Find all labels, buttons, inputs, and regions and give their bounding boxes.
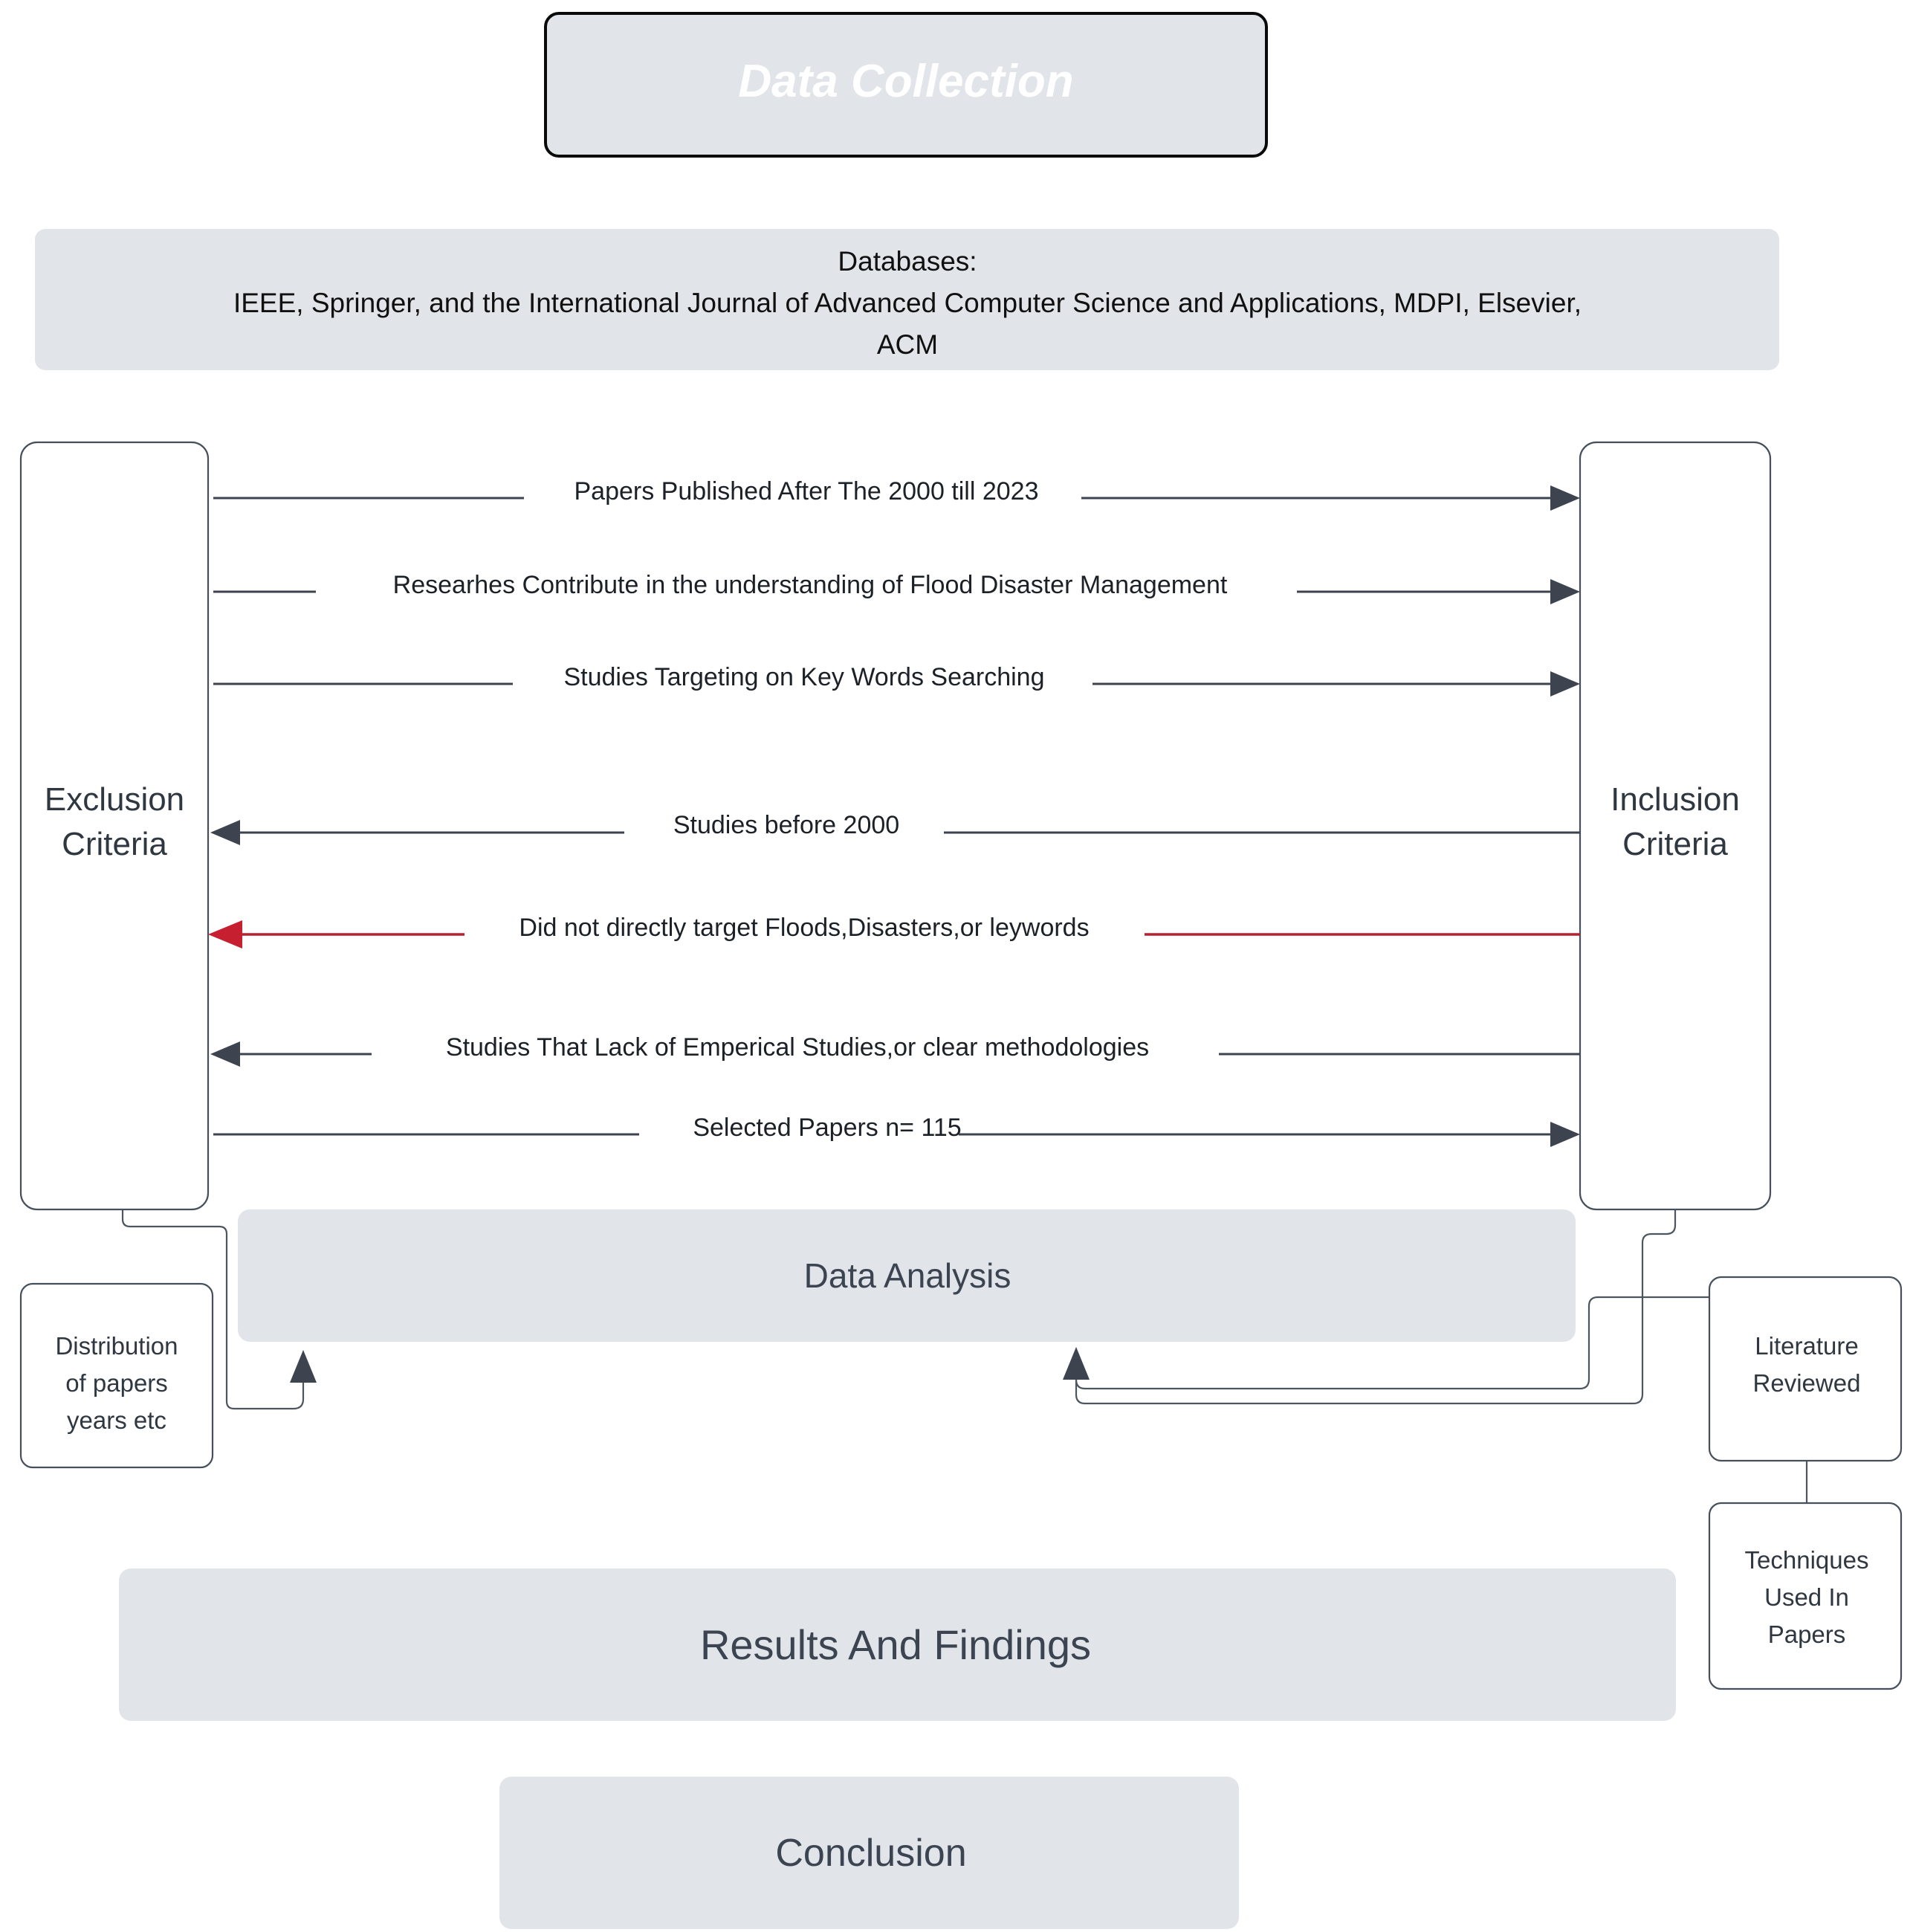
conclusion-rect (499, 1777, 1239, 1929)
connector-literature-to-analysis (1063, 1296, 1717, 1390)
connector-exclusion-to-analysis-arrowhead (290, 1350, 317, 1383)
edge-did-not-target[interactable]: Did not directly target Floods,Disasters… (208, 913, 1580, 949)
databases-rect (35, 229, 1779, 370)
edge-papers-published-label: Papers Published After The 2000 till 202… (574, 477, 1038, 505)
techniques-used-box[interactable]: Techniques Used In Papers (1708, 1502, 1903, 1690)
exclusion-criteria-rect (19, 441, 210, 1211)
edge-did-not-target-label: Did not directly target Floods,Disasters… (519, 914, 1089, 942)
edge-papers-published-label-bg (524, 476, 1081, 507)
techniques-used-line-2: Used In (1764, 1583, 1849, 1611)
techniques-used-rect (1708, 1502, 1903, 1690)
edge-studies-before-2000-label-bg (624, 809, 944, 841)
edge-lack-empirical-arrowhead (210, 1041, 240, 1067)
edge-keywords-searching-label: Studies Targeting on Key Words Searching (563, 663, 1044, 691)
connector-inclusion-to-analysis (1075, 1209, 1677, 1405)
databases-list-line-1: IEEE, Springer, and the International Jo… (233, 288, 1582, 318)
distribution-of-papers-rect (19, 1282, 214, 1469)
distribution-of-papers-line-2: of papers (65, 1369, 168, 1397)
edge-lack-empirical[interactable]: Studies That Lack of Emperical Studies,o… (210, 1032, 1580, 1067)
literature-reviewed-rect (1708, 1276, 1903, 1462)
edge-selected-papers[interactable]: Selected Papers n= 115 (213, 1112, 1580, 1147)
techniques-used-line-1: Techniques (1745, 1546, 1869, 1574)
stage-box-data-collection[interactable]: Data Collection (544, 12, 1268, 158)
data-analysis-rect (238, 1209, 1576, 1342)
connector-exclusion-to-analysis-path (121, 1209, 305, 1410)
edge-studies-before-2000-label: Studies before 2000 (673, 811, 899, 839)
data-collection-label: Data Collection (738, 56, 1073, 107)
distribution-of-papers-line-1: Distribution (55, 1332, 178, 1360)
edge-lack-empirical-label-bg (372, 1032, 1219, 1063)
data-analysis-label: Data Analysis (804, 1256, 1011, 1295)
connector-literature-to-analysis-path (1075, 1296, 1717, 1390)
results-rect (119, 1568, 1676, 1721)
distribution-of-papers-box[interactable]: Distribution of papers years etc (19, 1282, 214, 1469)
edge-selected-papers-label-bg (639, 1112, 959, 1143)
edge-researches-contribute-label-bg (316, 569, 1297, 601)
edge-selected-papers-arrowhead (1550, 1122, 1580, 1147)
edge-keywords-searching[interactable]: Studies Targeting on Key Words Searching (213, 662, 1580, 697)
edge-did-not-target-arrowhead (208, 920, 242, 949)
edge-did-not-target-label-bg (465, 913, 1145, 944)
edge-papers-published[interactable]: Papers Published After The 2000 till 202… (213, 476, 1580, 511)
stage-box-results[interactable]: Results And Findings (119, 1568, 1676, 1721)
connector-exclusion-to-analysis (121, 1209, 317, 1410)
exclusion-criteria-label-line-1: Exclusion (45, 781, 184, 818)
connector-inclusion-to-analysis-path (1075, 1209, 1677, 1405)
edge-researches-contribute-arrowhead (1550, 579, 1580, 604)
edge-lack-empirical-label: Studies That Lack of Emperical Studies,o… (446, 1033, 1149, 1062)
exclusion-criteria-box[interactable]: Exclusion Criteria (19, 441, 210, 1211)
edge-researches-contribute[interactable]: Researhes Contribute in the understandin… (213, 569, 1580, 604)
literature-reviewed-line-2: Reviewed (1753, 1369, 1861, 1397)
conclusion-label: Conclusion (775, 1832, 966, 1875)
distribution-of-papers-line-3: years etc (67, 1406, 166, 1434)
exclusion-criteria-label-line-2: Criteria (62, 826, 167, 862)
edge-researches-contribute-label: Researhes Contribute in the understandin… (393, 571, 1228, 599)
results-label: Results And Findings (700, 1621, 1091, 1668)
connector-literature-to-analysis-arrowhead (1063, 1347, 1090, 1380)
literature-reviewed-line-1: Literature (1755, 1332, 1858, 1360)
edge-keywords-searching-label-bg (513, 662, 1093, 693)
edge-studies-before-2000[interactable]: Studies before 2000 (210, 809, 1580, 845)
stage-box-data-analysis[interactable]: Data Analysis (238, 1209, 1576, 1342)
databases-list-line-2: ACM (877, 329, 938, 360)
edge-studies-before-2000-arrowhead (210, 820, 240, 845)
inclusion-criteria-label-line-1: Inclusion (1611, 781, 1740, 818)
data-collection-rect (544, 12, 1268, 158)
databases-heading: Databases: (838, 246, 977, 277)
edge-selected-papers-label: Selected Papers n= 115 (693, 1114, 961, 1142)
techniques-used-line-3: Papers (1768, 1621, 1846, 1648)
stage-box-conclusion[interactable]: Conclusion (499, 1777, 1239, 1929)
edge-keywords-searching-arrowhead (1550, 671, 1580, 697)
databases-box[interactable]: Databases: IEEE, Springer, and the Inter… (35, 229, 1779, 370)
literature-reviewed-box[interactable]: Literature Reviewed (1708, 1276, 1903, 1462)
inclusion-criteria-box[interactable]: Inclusion Criteria (1579, 441, 1772, 1211)
edge-papers-published-arrowhead (1550, 485, 1580, 511)
inclusion-criteria-label-line-2: Criteria (1622, 826, 1728, 862)
